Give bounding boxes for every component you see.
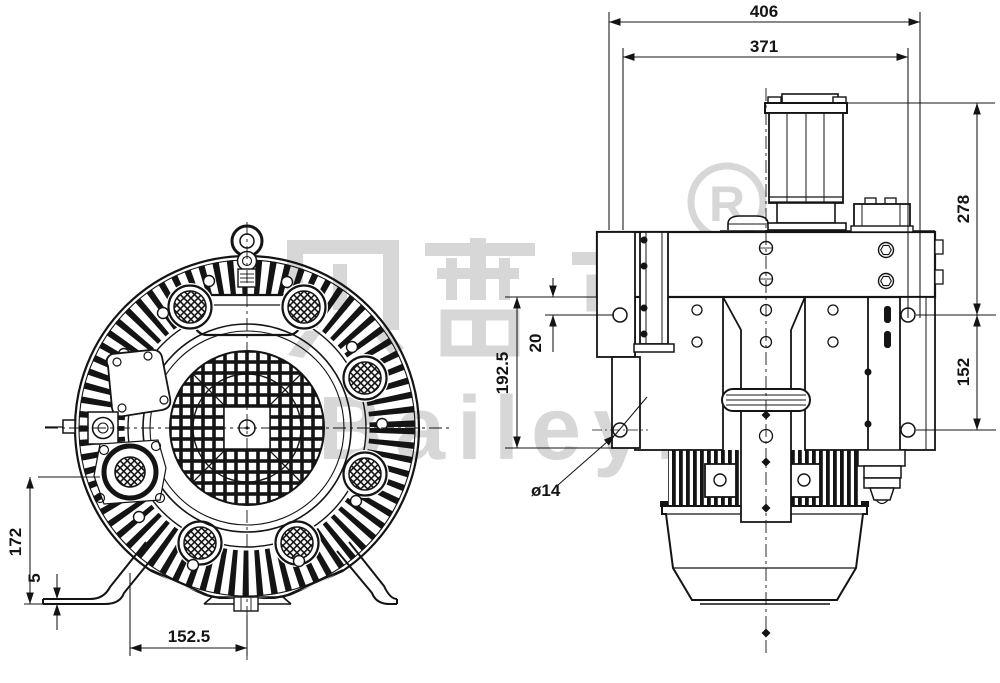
dim-label-152-5: 152.5 — [168, 627, 211, 646]
junction-box-cover — [105, 348, 172, 418]
dim-hole-diameter: ø14 — [531, 396, 648, 500]
side-view — [592, 88, 944, 655]
mounting-foot-right — [336, 541, 398, 605]
gear-body — [634, 296, 872, 523]
dim-flange-to-hole: 192.5 — [493, 296, 612, 449]
dim-lower-height: 152 — [916, 315, 996, 431]
dim-label-20: 20 — [526, 334, 545, 353]
housing-bolt-holes — [117, 274, 389, 572]
vent-grilles — [166, 283, 389, 567]
dome-plug — [727, 215, 769, 230]
mounting-bracket-right — [857, 296, 936, 505]
aux-box — [850, 197, 914, 233]
dim-foot-to-center: 152.5 — [129, 573, 248, 656]
dim-label-278: 278 — [954, 195, 973, 223]
dim-overall-width: 406 — [608, 2, 921, 318]
dim-hole-offset: 20 — [526, 278, 614, 352]
bell-cover — [660, 501, 869, 605]
mounting-foot-left — [42, 541, 159, 605]
dim-upper-height: 278 — [846, 102, 996, 316]
dim-label-192-5: 192.5 — [493, 352, 512, 395]
terminal-box — [720, 93, 935, 232]
bearing-flange — [93, 439, 167, 505]
dim-label-152: 152 — [954, 358, 973, 386]
front-view — [42, 222, 452, 660]
dimension-annotations: 406 371 278 152 192.5 — [6, 2, 996, 656]
dim-label-172: 172 — [6, 528, 25, 556]
dim-foot-thickness: 5 — [25, 573, 70, 630]
dim-center-height: 172 — [6, 476, 100, 605]
dim-label-406: 406 — [750, 2, 778, 21]
dim-label-5: 5 — [25, 573, 44, 582]
dim-label-371: 371 — [750, 37, 778, 56]
front-view-centerlines — [45, 222, 452, 660]
dim-label-dia14: ø14 — [531, 481, 561, 500]
dim-bolt-span-width: 371 — [622, 37, 909, 318]
